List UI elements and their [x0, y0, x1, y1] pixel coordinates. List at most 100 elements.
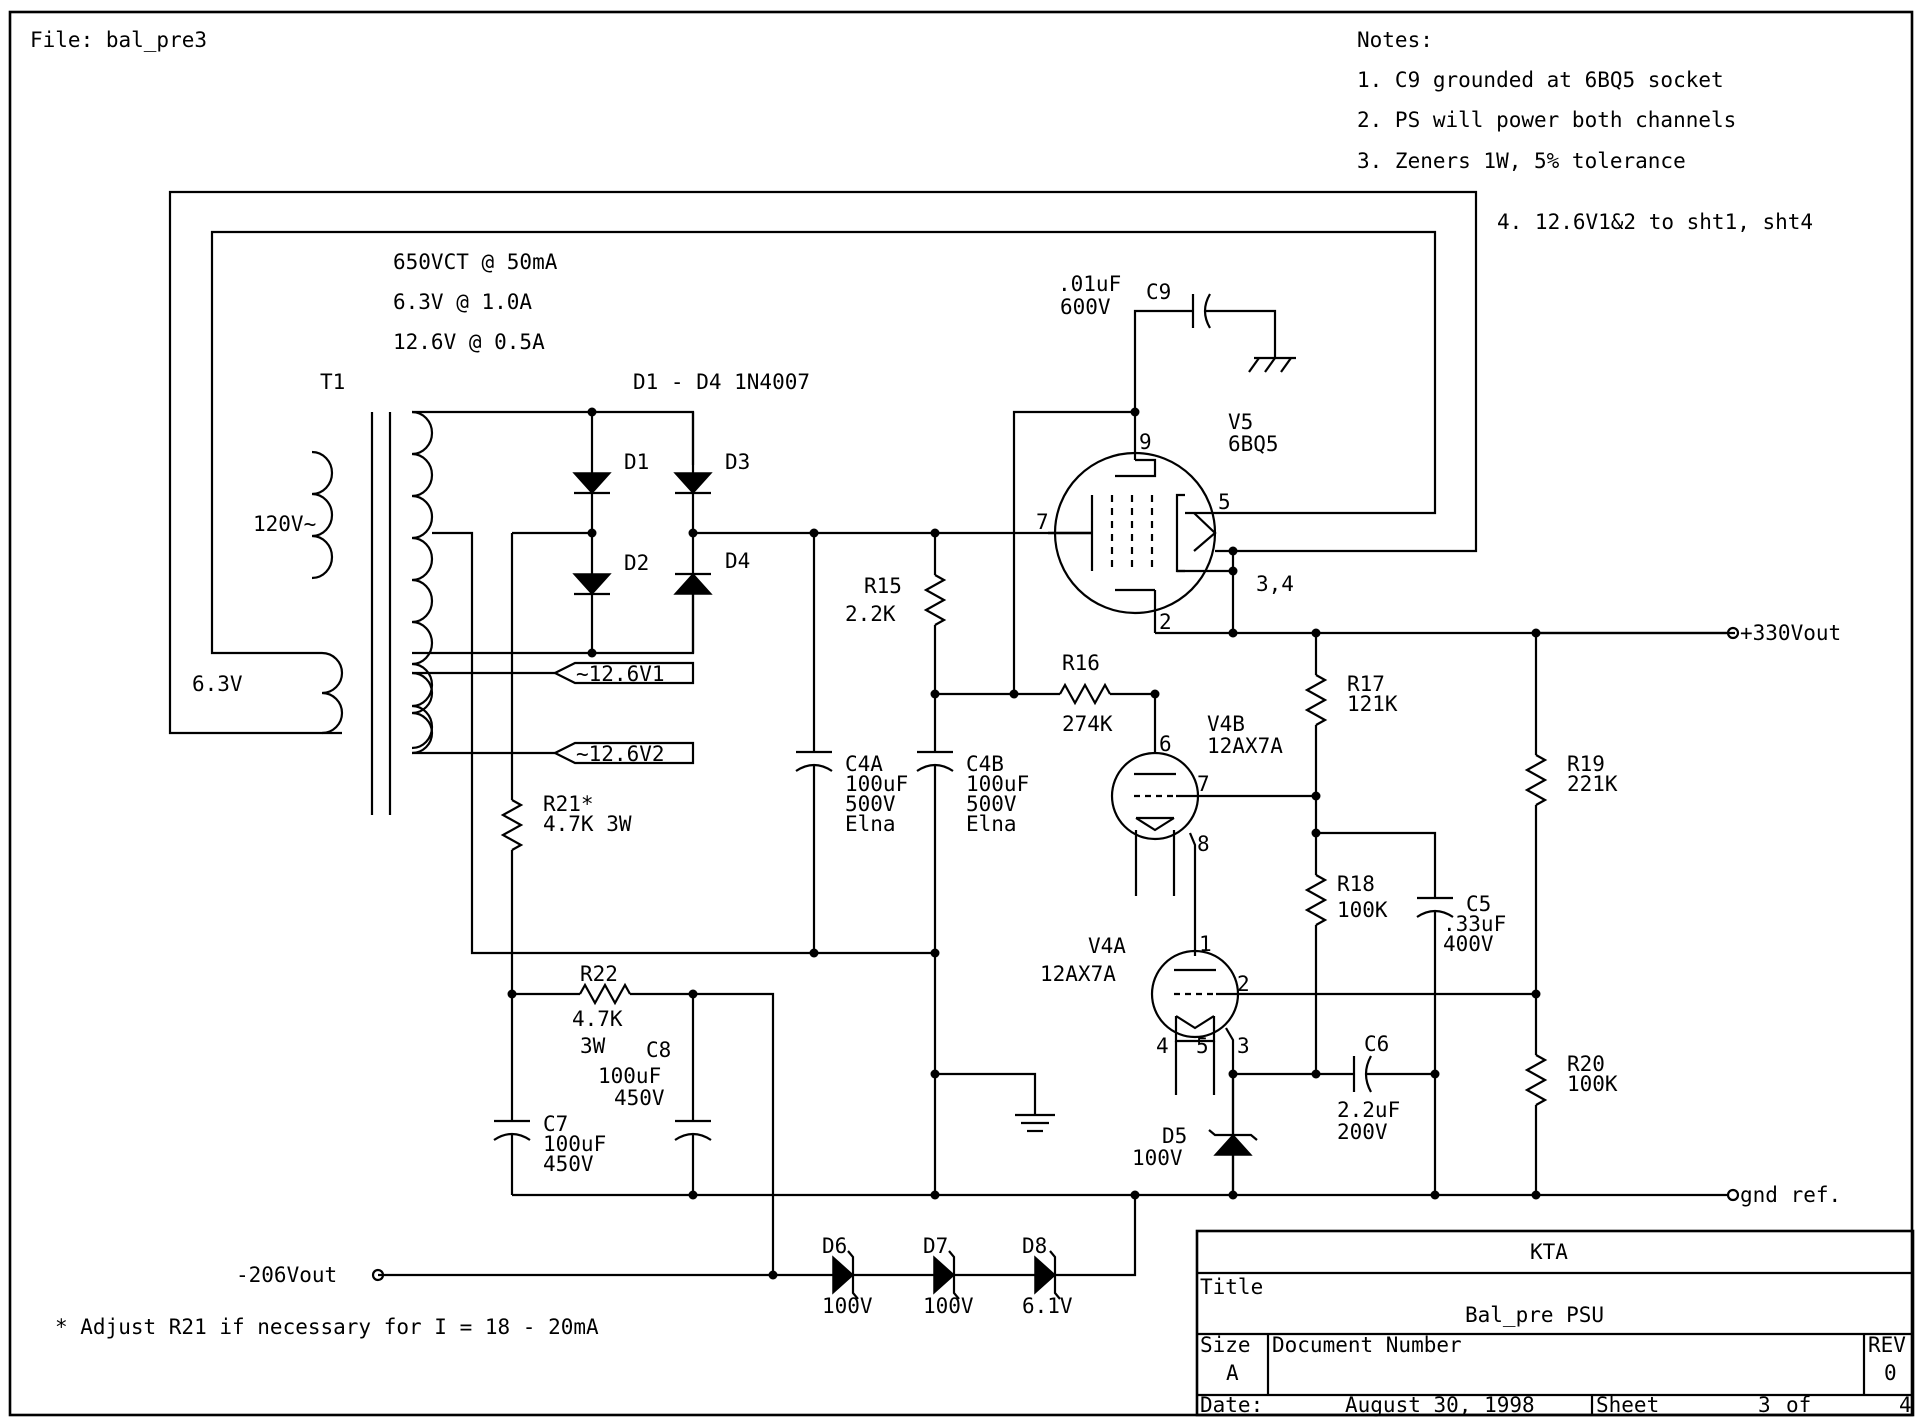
- c4a-brand: Elna: [845, 812, 896, 836]
- tb-size-label: Size: [1200, 1333, 1251, 1357]
- r16-ref: R16: [1062, 651, 1100, 675]
- c7-voltage: 450V: [543, 1152, 594, 1176]
- resistor-r21: R21* 4.7K 3W: [500, 533, 632, 994]
- resistor-r16: R16 274K: [935, 410, 1155, 736]
- primary-label: 120V~: [253, 512, 316, 536]
- r21-ref: R21*: [543, 792, 594, 816]
- v4a-pin-4: 4: [1156, 1034, 1169, 1058]
- diode-d4: [673, 572, 713, 595]
- v5-pin-9: 9: [1139, 430, 1152, 454]
- note-4: 4. 12.6V1&2 to sht1, sht4: [1497, 210, 1813, 234]
- r15-ref: R15: [864, 574, 902, 598]
- zener-string: D6 100V D7 100V D8 6.1V: [378, 1195, 1137, 1318]
- sheet-border: [8, 10, 1914, 1417]
- note-3: 3. Zeners 1W, 5% tolerance: [1357, 149, 1686, 173]
- r18-value: 100K: [1337, 898, 1388, 922]
- r17-ref: R17: [1347, 672, 1385, 696]
- v4b-ref: V4B: [1207, 712, 1245, 736]
- d5-ref: D5: [1162, 1124, 1187, 1148]
- c4b-brand: Elna: [966, 812, 1017, 836]
- c8-voltage: 450V: [614, 1086, 665, 1110]
- zener-d6: [832, 1255, 855, 1295]
- c6-voltage: 200V: [1337, 1120, 1388, 1144]
- v5-pin-34: 3,4: [1256, 572, 1294, 596]
- tb-rev: 0: [1884, 1361, 1897, 1385]
- ground-rail: gnd ref.: [512, 1183, 1841, 1207]
- resistor-r17: R17 121K: [1304, 633, 1398, 833]
- c9-value: .01uF: [1058, 272, 1121, 296]
- title-block: KTA Title Bal_pre PSU Size A Document Nu…: [1195, 1229, 1915, 1417]
- resistor-r15: R15 2.2K: [845, 533, 947, 694]
- port-12v6-2: ~12.6V2: [412, 741, 695, 766]
- v4b-pin-7: 7: [1197, 772, 1210, 796]
- r22-value: 4.7K: [572, 1007, 623, 1031]
- port-12v6-1-label: ~12.6V1: [576, 662, 665, 686]
- r22-ref: R22: [580, 962, 618, 986]
- tb-sheet-num: 3: [1758, 1393, 1771, 1417]
- c7-value: 100uF: [543, 1132, 606, 1156]
- v5-pin-5: 5: [1218, 490, 1231, 514]
- notes-title: Notes:: [1357, 28, 1433, 52]
- heater-loop: [168, 190, 1478, 735]
- transformer-ref: T1: [320, 370, 345, 394]
- c5-voltage: 400V: [1443, 932, 1494, 956]
- heater-label: 6.3V: [192, 672, 243, 696]
- c4a-voltage: 500V: [845, 792, 896, 816]
- zener-d7: [933, 1255, 956, 1295]
- port-pos-label: +330Vout: [1740, 621, 1841, 645]
- transformer-rating-2: 6.3V @ 1.0A: [393, 290, 532, 314]
- resistor-r20: R20 100K: [1524, 1052, 1618, 1195]
- tb-sheet-total: 4: [1899, 1393, 1912, 1417]
- tb-date: August 30, 1998: [1345, 1393, 1535, 1417]
- note-1: 1. C9 grounded at 6BQ5 socket: [1357, 68, 1724, 92]
- r16-value: 274K: [1062, 712, 1113, 736]
- capacitor-c9: .01uF C9 600V: [1058, 272, 1296, 412]
- note-2: 2. PS will power both channels: [1357, 108, 1736, 132]
- v5-type: 6BQ5: [1228, 432, 1279, 456]
- port-neg: -206Vout: [236, 1263, 385, 1287]
- diode-d3: [673, 472, 713, 495]
- v4a-ref: V4A: [1088, 934, 1126, 958]
- d6-ref: D6: [822, 1234, 847, 1258]
- r19-value: 221K: [1567, 772, 1618, 796]
- v4b-type: 12AX7A: [1207, 734, 1283, 758]
- file-label: File: bal_pre3: [30, 28, 207, 52]
- tb-title-label: Title: [1200, 1275, 1263, 1299]
- diode-d4-label: D4: [725, 549, 750, 573]
- r22-power: 3W: [580, 1034, 606, 1058]
- v4a-pin-2: 2: [1237, 972, 1250, 996]
- c7-ref: C7: [543, 1112, 568, 1136]
- capacitor-c4a: C4A 100uF 500V Elna: [795, 533, 908, 953]
- c4a-ref: C4A: [845, 752, 883, 776]
- capacitor-c4b: C4B 100uF 500V Elna: [916, 694, 1029, 1195]
- r17-value: 121K: [1347, 692, 1398, 716]
- c4b-value: 100uF: [966, 772, 1029, 796]
- port-neg-label: -206Vout: [236, 1263, 337, 1287]
- tb-rev-label: REV: [1868, 1333, 1906, 1357]
- negative-supply: R22 4.7K 3W C7 100uF 450V C8 100uF 450V: [493, 962, 775, 1275]
- v4a-pin-5: 5: [1196, 1034, 1209, 1058]
- tb-size: A: [1226, 1361, 1239, 1385]
- port-12v6-2-label: ~12.6V2: [576, 742, 665, 766]
- tube-v5: V5 6BQ5 9 7 5 2 3,4: [1036, 410, 1294, 634]
- zener-d8: [1034, 1255, 1057, 1295]
- tb-company: KTA: [1530, 1240, 1568, 1264]
- diode-d2-label: D2: [624, 551, 649, 575]
- v4a-pin-1: 1: [1199, 932, 1212, 956]
- v4b-pin-6: 6: [1159, 732, 1172, 756]
- capacitor-c6: C6 2.2uF 200V: [1233, 1032, 1435, 1144]
- tb-of-label: of: [1786, 1393, 1811, 1417]
- c9-ref: C9: [1146, 280, 1171, 304]
- c4b-voltage: 500V: [966, 792, 1017, 816]
- r20-value: 100K: [1567, 1072, 1618, 1096]
- tb-docnum-label: Document Number: [1272, 1333, 1462, 1357]
- v4b-pin-8: 8: [1197, 832, 1210, 856]
- d8-value: 6.1V: [1022, 1294, 1073, 1318]
- resistor-r18: R18 100K: [1304, 833, 1388, 1074]
- tb-sheet-label: Sheet: [1596, 1393, 1659, 1417]
- diode-d1: [572, 472, 612, 495]
- d6-value: 100V: [822, 1294, 873, 1318]
- port-pos: +330Vout: [1536, 621, 1841, 645]
- d8-ref: D8: [1022, 1234, 1047, 1258]
